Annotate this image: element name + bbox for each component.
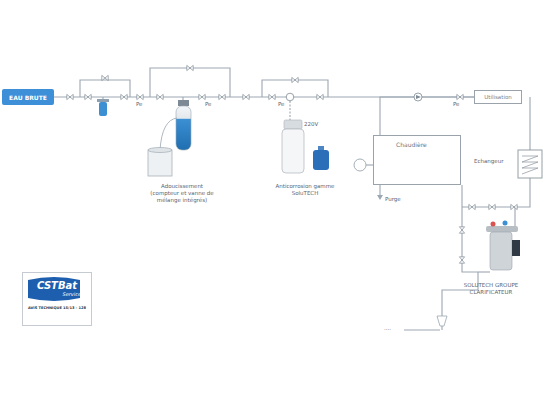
- purge-pipe: [379, 185, 380, 196]
- valve: [269, 94, 275, 99]
- brine-hose: [160, 118, 177, 150]
- pipe: [366, 164, 373, 165]
- valve: [85, 94, 91, 99]
- purge-label: Purge: [385, 196, 415, 203]
- valve: [157, 94, 163, 99]
- valve: [67, 94, 73, 99]
- node-text: AVIS TECHNIQUE 15/13 - 128: [27, 306, 87, 310]
- boiler-box: Chaudière: [373, 135, 461, 185]
- valve: [121, 94, 127, 99]
- bypass-pipe: [150, 68, 230, 97]
- exchanger-coil: [522, 156, 538, 174]
- valve: [292, 77, 298, 82]
- exchanger-label: Echangeur: [474, 158, 516, 165]
- valve: [102, 75, 108, 80]
- node-text: Chaudière: [396, 141, 456, 148]
- valve: [489, 204, 495, 209]
- filter-head: [97, 99, 109, 102]
- pipe: [462, 178, 530, 207]
- node-text: Utilisation: [484, 94, 512, 100]
- injection-meter: [286, 93, 294, 101]
- valve: [317, 94, 323, 99]
- pressure-tap: Pe: [453, 101, 467, 108]
- brine-tank-top: [148, 148, 172, 153]
- pump-mark: [416, 95, 421, 99]
- pipe: [441, 326, 442, 330]
- product-bottle: [313, 150, 329, 170]
- valve: [137, 94, 143, 99]
- strainer: [437, 316, 447, 326]
- node-text: CSTBat: [27, 280, 87, 291]
- pipe: [462, 185, 478, 272]
- certification-logo: CSTBatServiceAVIS TECHNIQUE 15/13 - 128: [22, 272, 92, 326]
- pipe: [478, 271, 490, 272]
- pressure-tap: Pe: [136, 101, 150, 108]
- brine-tank: [148, 150, 172, 176]
- clarifier-head: [486, 226, 518, 232]
- valve: [219, 94, 225, 99]
- dosing-tank: [282, 129, 304, 173]
- valve: [469, 204, 475, 209]
- source-box: EAU BRUTE: [2, 89, 54, 105]
- pressure-tap: Pe: [205, 101, 219, 108]
- purge-arrow: [377, 195, 383, 200]
- pipe: [404, 329, 440, 330]
- valve: [459, 257, 464, 263]
- component-caption: Adoucissement: [140, 183, 224, 190]
- pressure-tap: Pe: [278, 101, 292, 108]
- voltage-label: 220V: [304, 121, 326, 128]
- pipe: [529, 97, 530, 150]
- valve: [511, 204, 517, 209]
- valve: [457, 94, 463, 99]
- clarifier-knob: [503, 221, 508, 226]
- clarifier-unit: [512, 240, 520, 256]
- node-text: Service: [27, 291, 87, 297]
- pipe: [514, 207, 515, 226]
- bypass-pipe: [262, 80, 328, 97]
- valve: [199, 94, 205, 99]
- softener-valve: [178, 100, 189, 106]
- clarifier-knob: [491, 222, 496, 227]
- clarifier-body: [490, 232, 512, 270]
- component-caption: Anticorrosion gamme SoluTECH: [274, 183, 336, 197]
- valve: [243, 94, 249, 99]
- filter: [99, 102, 107, 116]
- pipes: [80, 68, 530, 330]
- valve: [187, 65, 193, 70]
- dosing-pump: [284, 120, 302, 129]
- valves: [67, 65, 517, 263]
- heat-exchanger: [518, 150, 542, 178]
- softener-tank: [176, 106, 191, 150]
- signal-line: [289, 101, 290, 120]
- circulator-pump: [414, 93, 422, 101]
- continuation-mark: ....: [384, 325, 402, 332]
- component-note: (compteur et vanne de mélange intégrés): [140, 190, 224, 204]
- bottle-cap: [318, 146, 324, 150]
- usage-box: Utilisation: [474, 90, 522, 104]
- burner-fan: [354, 159, 366, 171]
- pipe-connector: [380, 97, 474, 135]
- component-caption: SOLUTECH GROUPE CLARIFICATEUR: [462, 282, 520, 296]
- bypass-pipe: [80, 80, 130, 97]
- node-text: EAU BRUTE: [9, 94, 47, 101]
- valve: [459, 227, 464, 233]
